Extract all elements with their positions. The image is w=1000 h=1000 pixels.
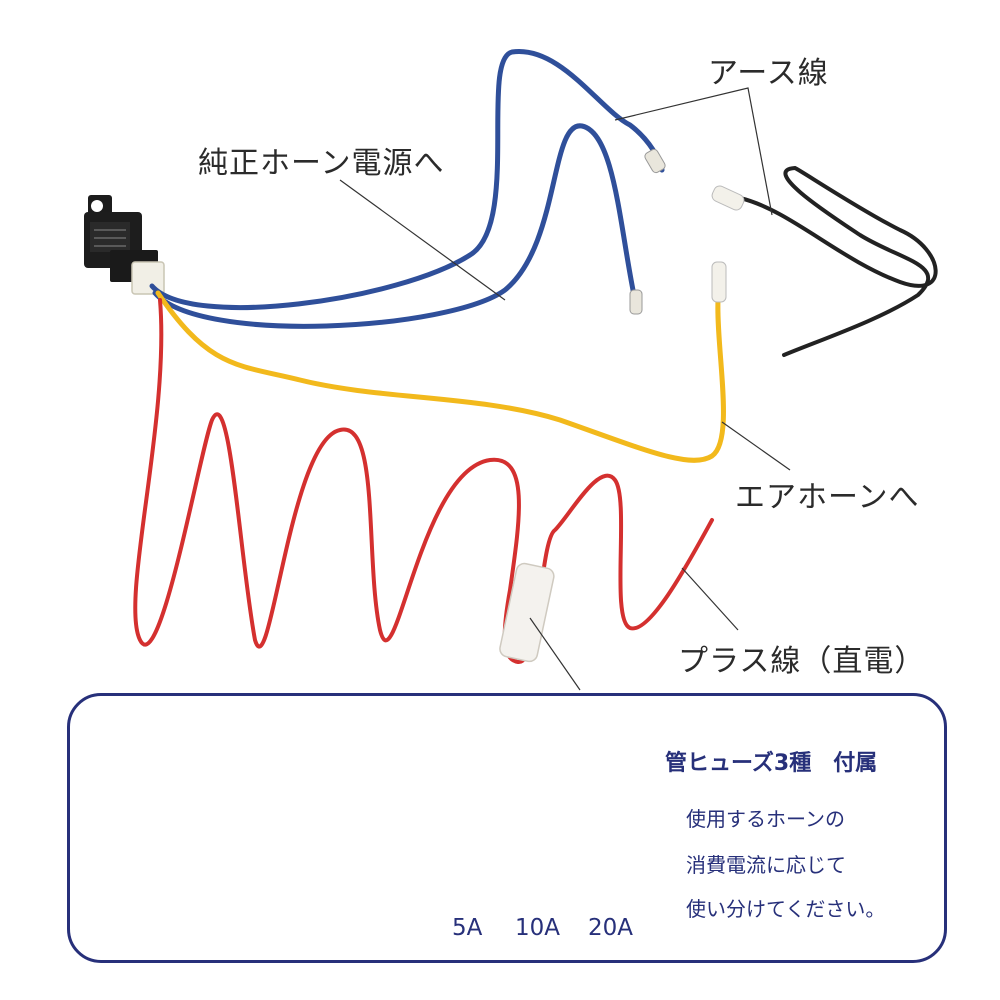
- yellow-wire: [155, 290, 726, 463]
- included-fuses-title: 管ヒューズ3種 付属: [665, 751, 878, 776]
- blue-wire-lower: [152, 123, 638, 329]
- usage-note-line-1: 使用するホーンの: [686, 807, 845, 831]
- fuse-label-20a: 20A: [588, 915, 634, 941]
- label-stock-horn-power: 純正ホーン電源へ: [198, 146, 445, 181]
- usage-note-line-2: 消費電流に応じて: [686, 853, 846, 877]
- label-to-air-horn: エアホーンへ: [735, 480, 920, 515]
- usage-note-line-3: 使い分けてください。: [686, 897, 886, 921]
- label-earth-wire: アース線: [708, 56, 829, 91]
- blue-wire-upper: [149, 49, 665, 310]
- red-wire: [133, 298, 714, 664]
- fuse-label-10a: 10A: [515, 915, 561, 941]
- fuse-label-5a: 5A: [452, 915, 483, 941]
- black-wire: [738, 165, 938, 357]
- label-plus-wire: プラス線（直電）: [678, 644, 926, 679]
- leader-lines: [339, 87, 791, 691]
- relay-unit: [84, 195, 165, 295]
- fuse-info-panel: [67, 693, 947, 963]
